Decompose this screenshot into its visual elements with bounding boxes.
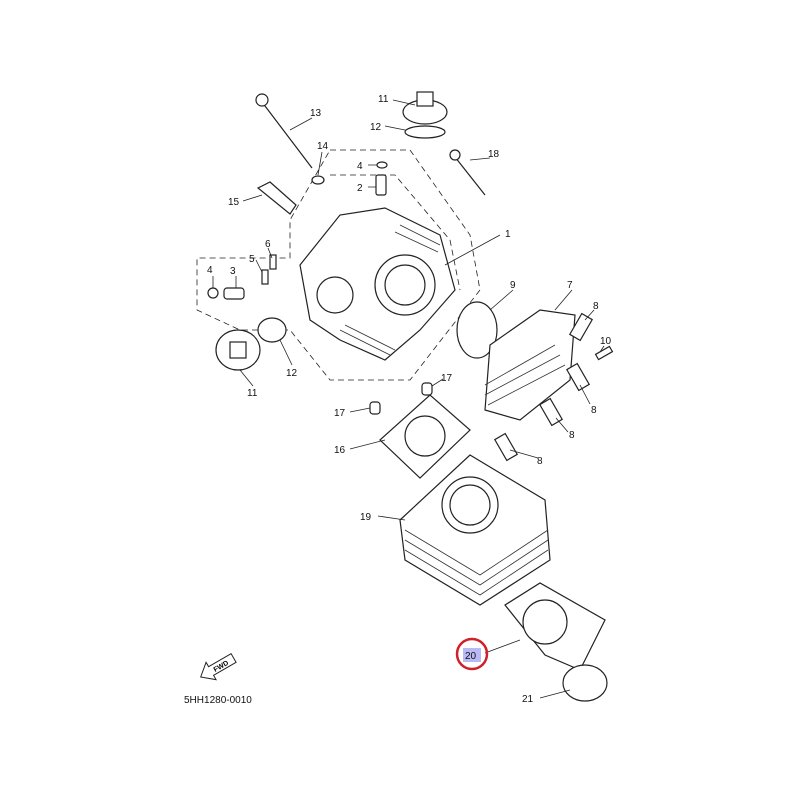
part-5-bolt[interactable] [261, 269, 269, 285]
part-18-bolt[interactable] [449, 149, 486, 196]
part-17-dowel[interactable] [421, 382, 433, 396]
part-12-oring[interactable] [404, 125, 446, 139]
part-19-cylinder[interactable] [399, 454, 551, 606]
callout-17[interactable]: 17 [441, 373, 453, 384]
part-6-spring[interactable] [269, 254, 277, 270]
callout-4[interactable]: 4 [357, 161, 363, 172]
fwd-arrow-icon: FWD [200, 652, 237, 681]
highlight-ring [455, 637, 489, 671]
diagram-code: 5HH1280-0010 [184, 695, 252, 706]
callout-5[interactable]: 5 [249, 254, 255, 265]
callout-14[interactable]: 14 [317, 141, 329, 152]
part-17-dowel-2[interactable] [369, 401, 381, 415]
part-2-guide[interactable] [375, 174, 387, 196]
callout-1[interactable]: 1 [505, 229, 511, 240]
part-11-cap[interactable] [402, 91, 448, 125]
leader-lines [212, 99, 605, 699]
callout-8-d[interactable]: 8 [537, 456, 543, 467]
callout-12-side[interactable]: 12 [286, 368, 298, 379]
part-8-dampers[interactable] [493, 312, 594, 462]
part-14-washer[interactable] [311, 175, 325, 185]
part-21-oring[interactable] [562, 664, 608, 702]
callout-8-c[interactable]: 8 [569, 430, 575, 441]
part-3-guide-side[interactable] [223, 287, 245, 300]
callout-2[interactable]: 2 [357, 183, 363, 194]
part-9-oring[interactable] [456, 301, 498, 359]
callout-6[interactable]: 6 [265, 239, 271, 250]
part-13-bolt[interactable] [255, 93, 313, 169]
callout-13[interactable]: 13 [310, 108, 322, 119]
part-16-head-gasket[interactable] [379, 394, 471, 479]
part-1-cylinder-head[interactable] [299, 207, 456, 361]
callout-17-b[interactable]: 17 [334, 408, 346, 419]
callout-12[interactable]: 12 [370, 122, 382, 133]
callout-20: 20 [465, 651, 477, 662]
callout-21[interactable]: 21 [522, 694, 534, 705]
part-7-cover[interactable] [484, 309, 576, 421]
part-4-seal[interactable] [376, 161, 388, 169]
fwd-text: FWD [213, 660, 230, 674]
callout-11-side[interactable]: 11 [247, 388, 258, 399]
callout-16[interactable]: 16 [334, 445, 346, 456]
part-11-side-cap[interactable] [215, 329, 261, 371]
dashed-group-outline [196, 149, 481, 381]
callout-15[interactable]: 15 [228, 197, 240, 208]
callout-11[interactable]: 11 [378, 94, 389, 105]
callout-7[interactable]: 7 [567, 280, 573, 291]
callout-4-side[interactable]: 4 [207, 265, 213, 276]
callout-20-highlighted[interactable]: 20 [455, 637, 489, 671]
part-20-base-gasket[interactable] [504, 582, 606, 671]
callout-3[interactable]: 3 [230, 266, 236, 277]
callout-9[interactable]: 9 [510, 280, 516, 291]
highlight-fill [463, 648, 481, 662]
callout-18[interactable]: 18 [488, 149, 500, 160]
callout-19[interactable]: 19 [360, 512, 372, 523]
dashed-group-outline-inner [330, 174, 461, 291]
callout-8[interactable]: 8 [593, 301, 599, 312]
callout-10[interactable]: 10 [600, 336, 612, 347]
part-10-bolt[interactable] [594, 345, 614, 361]
part-15-spark-plug[interactable] [256, 181, 297, 215]
part-12-side-oring[interactable] [257, 317, 287, 343]
part-4-seal-side[interactable] [207, 287, 219, 299]
callout-8-b[interactable]: 8 [591, 405, 597, 416]
